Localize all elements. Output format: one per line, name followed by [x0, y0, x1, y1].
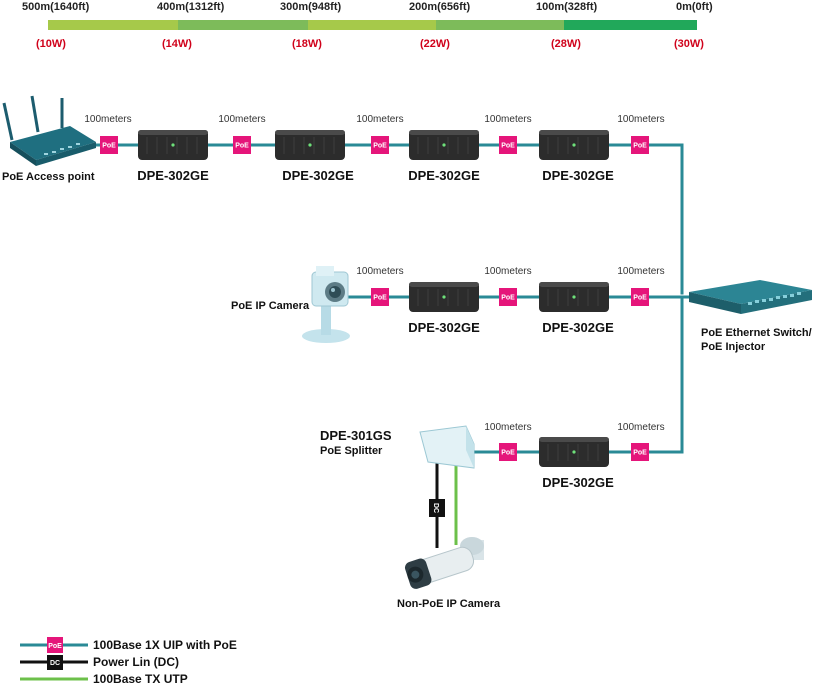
splitter-icon	[419, 425, 475, 469]
poe-badge: PoE	[371, 288, 389, 306]
poe-badge-text: PoE	[373, 295, 387, 302]
legend-label-poe: 100Base 1X UIP with PoE	[93, 638, 237, 652]
dpe-302ge-extender-icon	[409, 282, 479, 312]
splitter-name-label: PoE Splitter	[320, 445, 383, 457]
poe-badge: PoE	[631, 136, 649, 154]
cable-length-label: 100meters	[218, 114, 265, 125]
scale-watt-22w: (22W)	[420, 38, 450, 50]
poe-badge: PoE	[631, 443, 649, 461]
poe-badge: PoE	[499, 443, 517, 461]
extender-model-label: DPE-302GE	[137, 168, 209, 183]
dpe-302ge-extender-icon	[409, 130, 479, 160]
cable-length-label: 100meters	[84, 114, 131, 125]
dpe-302ge-extender-icon	[539, 282, 609, 312]
poe-badge: PoE	[499, 288, 517, 306]
extender-model-label: DPE-302GE	[408, 320, 480, 335]
scale-segment-300m	[308, 20, 436, 30]
poe-badge-text: PoE	[633, 143, 647, 150]
poe-badge: PoE	[631, 288, 649, 306]
scale-watt-18w: (18W)	[292, 38, 322, 50]
ip-camera-label: PoE IP Camera	[231, 300, 310, 312]
legend-poe-badge-text: PoE	[48, 643, 62, 650]
extender-model-label: DPE-302GE	[542, 475, 614, 490]
scale-distance-500m: 500m(1640ft)	[22, 1, 90, 13]
poe-badge-text: PoE	[501, 450, 515, 457]
scale-distance-0m: 0m(0ft)	[676, 1, 713, 13]
cable-length-label: 100meters	[356, 114, 403, 125]
dc-badge: DC	[429, 499, 445, 517]
cable-length-label: 100meters	[484, 422, 531, 433]
extender-model-label: DPE-302GE	[408, 168, 480, 183]
legend: PoE 100Base 1X UIP with PoE DC Power Lin…	[20, 637, 237, 685]
non-poe-camera-label: Non-PoE IP Camera	[397, 598, 501, 610]
dc-badge-text: DC	[432, 503, 439, 513]
extender-model-label: DPE-302GE	[282, 168, 354, 183]
poe-badge-text: PoE	[373, 143, 387, 150]
poe-badge-text: PoE	[501, 143, 515, 150]
switch-label-line1: PoE Ethernet Switch/	[701, 327, 812, 339]
splitter-model-label: DPE-301GS	[320, 428, 392, 443]
poe-badge: PoE	[100, 136, 118, 154]
bullet-camera-icon	[404, 537, 484, 589]
switch-label-line2: PoE Injector	[701, 341, 766, 353]
legend-dc-badge-text: DC	[50, 660, 60, 667]
extender-model-label: DPE-302GE	[542, 168, 614, 183]
cable-length-label: 100meters	[484, 114, 531, 125]
badges-layer: PoE PoE PoE PoE PoE PoE PoE PoE PoE PoE DC	[100, 136, 649, 517]
dpe-302ge-extender-icon	[275, 130, 345, 160]
poe-badge-text: PoE	[102, 143, 116, 150]
scale-watt-30w: (30W)	[674, 38, 704, 50]
legend-label-utp: 100Base TX UTP	[93, 672, 188, 685]
poe-badge-text: PoE	[501, 295, 515, 302]
scale-watt-28w: (28W)	[551, 38, 581, 50]
dpe-302ge-extender-icon	[539, 130, 609, 160]
legend-dc-badge	[47, 655, 63, 670]
switch-icon	[689, 280, 812, 314]
legend-poe-badge	[47, 637, 63, 653]
scale-distance-400m: 400m(1312ft)	[157, 1, 225, 13]
scale-segment-500m	[48, 20, 178, 30]
poe-badge-text: PoE	[235, 143, 249, 150]
scale-segment-100m	[564, 20, 697, 30]
cable-length-label: 100meters	[617, 422, 664, 433]
dpe-302ge-extender-icon	[539, 437, 609, 467]
poe-badge: PoE	[371, 136, 389, 154]
legend-label-dc: Power Lin (DC)	[93, 655, 179, 669]
dpe-302ge-extender-icon	[138, 130, 208, 160]
scale-distance-100m: 100m(328ft)	[536, 1, 597, 13]
poe-badge-text: PoE	[633, 450, 647, 457]
poe-badge-text: PoE	[633, 295, 647, 302]
router-icon	[2, 95, 96, 166]
cable-length-label: 100meters	[617, 114, 664, 125]
scale-distance-300m: 300m(948ft)	[280, 1, 341, 13]
extenders-layer	[138, 130, 609, 467]
ip-camera-icon	[302, 266, 350, 343]
scale-segment-400m	[178, 20, 308, 30]
scale-watt-14w: (14W)	[162, 38, 192, 50]
scale-watt-10w: (10W)	[36, 38, 66, 50]
cable-length-label: 100meters	[617, 266, 664, 277]
cable-labels-layer: 100meters 100meters 100meters 100meters 100m…	[84, 114, 664, 433]
cable-length-label: 100meters	[356, 266, 403, 277]
scale-segment-200m	[436, 20, 564, 30]
poe-badge: PoE	[499, 136, 517, 154]
extender-model-label: DPE-302GE	[542, 320, 614, 335]
access-point-label: PoE Access point	[2, 171, 95, 183]
distance-scale: 500m(1640ft) 400m(1312ft) 300m(948ft) 20…	[22, 1, 713, 50]
poe-badge: PoE	[233, 136, 251, 154]
scale-distance-200m: 200m(656ft)	[409, 1, 470, 13]
cable-length-label: 100meters	[484, 266, 531, 277]
